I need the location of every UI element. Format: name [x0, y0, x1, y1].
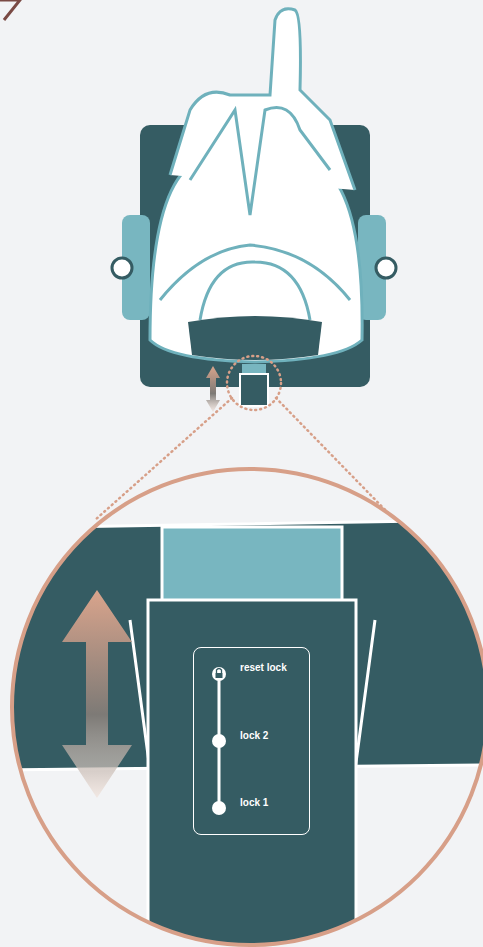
lock-label: reset lock: [240, 662, 287, 674]
zoom-detail: [0, 468, 483, 947]
slider-panel: reset lock lock 2 lock 1: [193, 647, 310, 835]
corner-mark: [0, 0, 20, 20]
zoom-circle: [12, 469, 483, 945]
chair-top-view: [95, 9, 396, 520]
lock-label: lock 2: [240, 730, 268, 742]
lock-label: lock 1: [240, 797, 268, 809]
